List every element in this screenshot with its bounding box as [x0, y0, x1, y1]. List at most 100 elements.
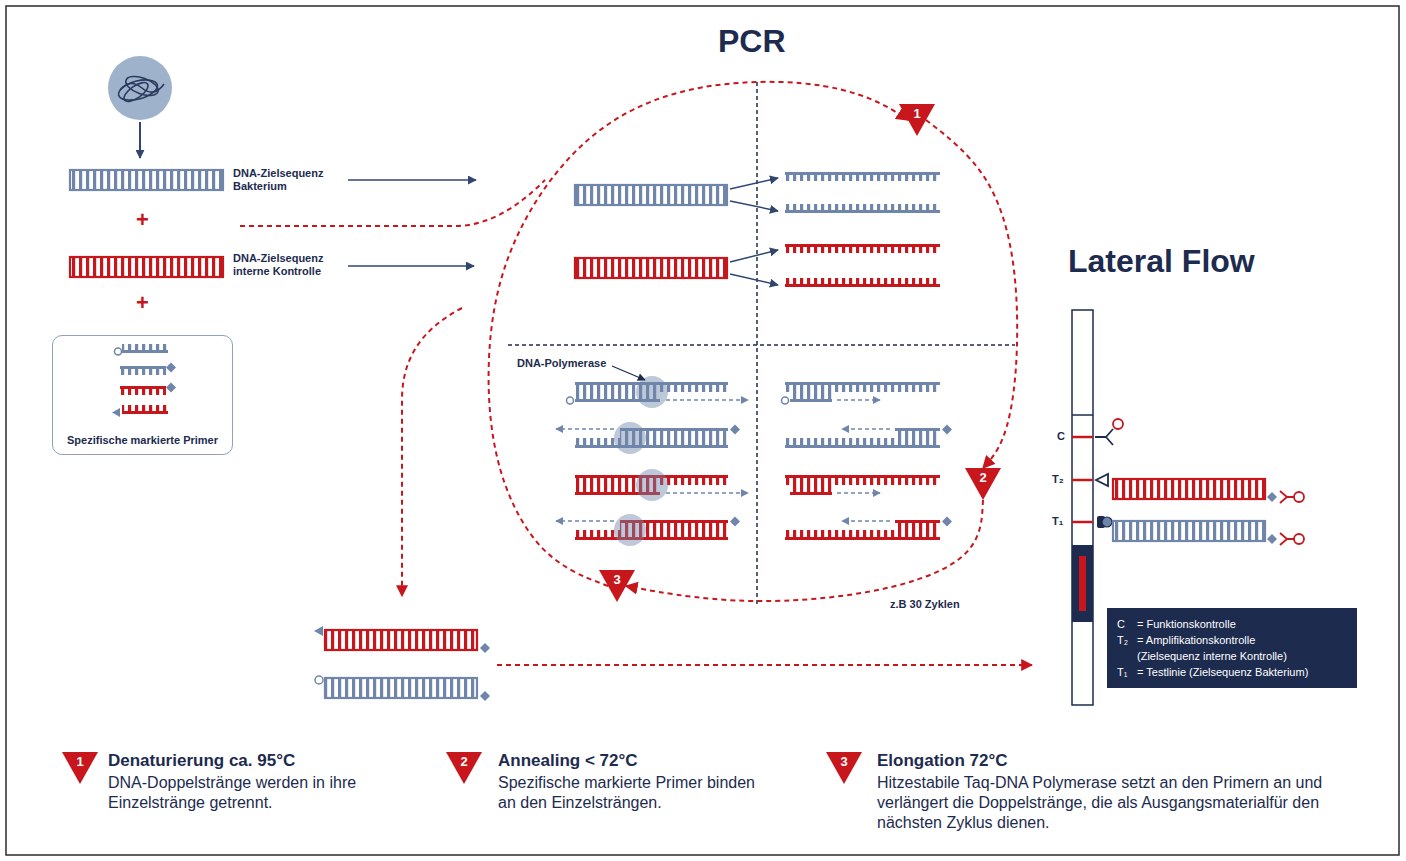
step-heading: Denaturierung ca. 95°C: [108, 750, 295, 771]
cycle-arrow: [926, 120, 1017, 468]
annealing-strands: [837, 492, 880, 494]
sequence-label: DNA-Zielsequenz Bakterium: [233, 167, 345, 193]
annealing-strands: [785, 475, 940, 478]
capture-antibody: [1096, 474, 1108, 486]
annealing-strands: [837, 399, 880, 401]
single-strand-dna: [785, 204, 940, 210]
bound-product: [1097, 479, 1304, 545]
annealing-strands: [790, 392, 832, 399]
callout-number: 2: [965, 468, 1001, 485]
bound-product: [1102, 517, 1112, 527]
callout-number: 1: [62, 752, 98, 769]
callout-number: 2: [446, 752, 482, 769]
denaturation-arrow: [730, 250, 778, 262]
legend-text: T₁: [1117, 664, 1133, 680]
amplified-product: [314, 626, 323, 636]
heading: PCR: [718, 24, 786, 59]
legend-box: C= FunktionskontrolleT₂= Amplifikationsk…: [1107, 608, 1357, 688]
primer-symbols: [112, 408, 120, 417]
lateral-flow-strip: [1072, 479, 1093, 482]
line-label: C: [1057, 430, 1065, 443]
step-marker: 1: [899, 104, 935, 136]
elongation-strands: [730, 517, 740, 527]
primer-symbols: [120, 386, 166, 389]
amplified-product: [325, 630, 477, 650]
flow-path: [240, 180, 1032, 665]
bound-product: [1267, 492, 1277, 502]
frame: [6, 6, 1399, 855]
legend-text: = Amplifikationskontrolle (Zielsequenz i…: [1137, 632, 1317, 664]
annealing-strands: [785, 530, 940, 537]
elongation-strands: [666, 492, 748, 494]
lateral-flow-strip: [1072, 436, 1093, 439]
lateral-flow-strip: [1072, 310, 1093, 705]
lateral-flow-strip: [1072, 310, 1093, 705]
input-dna: [70, 257, 223, 277]
denaturation-arrow: [730, 178, 778, 189]
step-description: Spezifische markierte Primer binden an d…: [498, 773, 763, 813]
input-arrow: [139, 122, 141, 158]
elongation-strands: [575, 438, 728, 445]
leader-line: [612, 366, 645, 380]
input-dna: [70, 170, 223, 190]
part-label: DNA-Polymerase: [517, 357, 606, 370]
heading: Lateral Flow: [1068, 244, 1255, 279]
lateral-flow-strip: [1072, 521, 1093, 524]
step-marker: 1: [62, 752, 98, 784]
annealing-strands: [790, 399, 832, 402]
step-description: Hitzestabile Taq-DNA Polymerase setzt an…: [877, 773, 1347, 833]
step-heading: Elongation 72°C: [877, 750, 1008, 771]
elongation-strands: [666, 399, 748, 401]
elongation-strands: [556, 428, 614, 430]
primer-symbols: [115, 348, 122, 355]
lateral-flow-strip: [1072, 414, 1093, 416]
amplified-product: [315, 676, 323, 684]
legend-text: C: [1117, 616, 1133, 632]
annealing-strands: [790, 492, 832, 495]
annealing-strands: [785, 382, 940, 385]
bacterium: [108, 56, 172, 120]
sequence-label: DNA-Zielsequenz interne Kontrolle: [233, 252, 345, 278]
annealing-strands: [785, 478, 940, 485]
input-arrow: [348, 179, 476, 181]
step-heading: Annealing < 72°C: [498, 750, 638, 771]
annealing-strands: [785, 438, 940, 445]
bound-product: [1267, 534, 1277, 544]
step-description: DNA-Doppelstränge werden in ihre Einzels…: [108, 773, 370, 813]
bacterium: [108, 56, 172, 120]
bound-product: [1280, 491, 1294, 503]
step-triangle: [826, 752, 862, 784]
callout-number: 3: [599, 570, 635, 587]
primer-symbols: [122, 350, 168, 353]
legend-text: T₂: [1117, 632, 1133, 664]
double-strand-dna: [575, 185, 727, 278]
step-triangle: [965, 468, 1001, 500]
step-marker: 2: [446, 752, 482, 784]
amplified-product: [480, 643, 490, 653]
annealing-strands: [895, 428, 940, 431]
denaturation-arrow: [730, 178, 778, 285]
step-triangle: [62, 752, 98, 784]
capture-antibody: [1095, 419, 1123, 486]
step-triangle: [899, 104, 935, 136]
polymerase-symbol: [636, 469, 668, 501]
step-marker: 3: [826, 752, 862, 784]
box-text: Spezifische markierte Primer: [59, 434, 226, 447]
step-marker: 2: [965, 468, 1001, 500]
double-strand-dna: [575, 185, 727, 205]
bound-product: [1113, 521, 1265, 541]
bacterium: [121, 79, 151, 105]
single-strand-dna: [785, 172, 940, 175]
cycle-arrow: [489, 82, 908, 586]
primer-symbols: [112, 344, 176, 417]
capture-antibody: [1095, 429, 1113, 445]
elongation-strands: [567, 397, 574, 404]
polymerase-symbol: [614, 514, 646, 546]
denaturation-arrow: [730, 201, 778, 211]
polymerase-symbol: [636, 376, 668, 408]
annealing-strands: [785, 385, 940, 392]
annealing-strands: [782, 397, 789, 404]
step-marker: 3: [599, 570, 635, 602]
plus-sign: +: [136, 208, 149, 232]
elongation-strands: [575, 530, 728, 537]
